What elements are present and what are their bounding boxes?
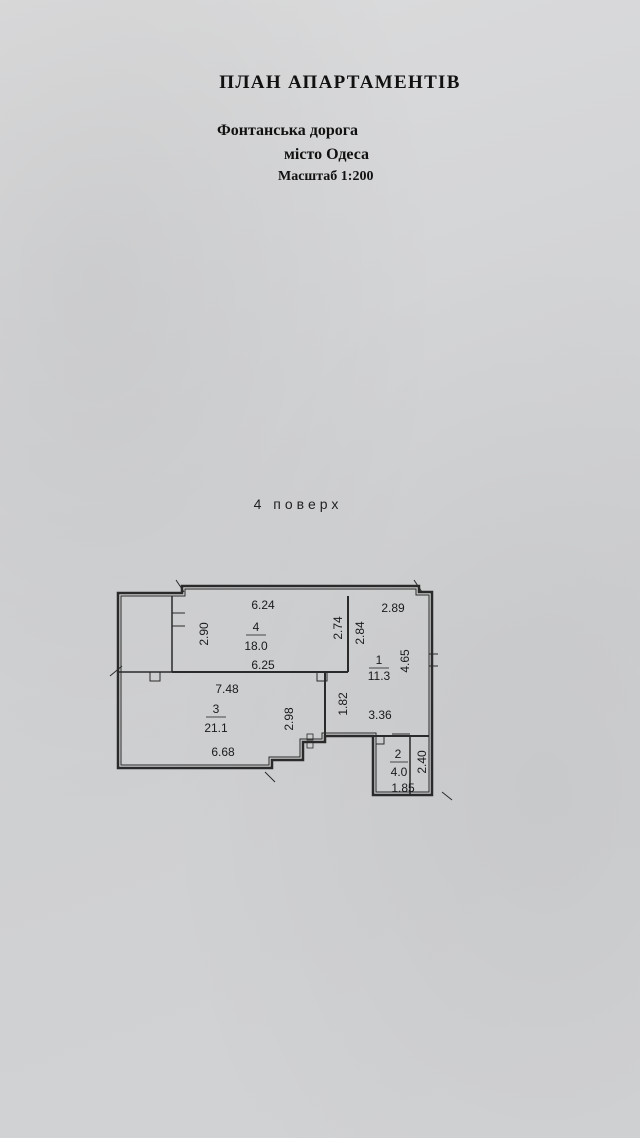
floor-label: 4 поверх [253,496,343,512]
room-3-label: 3 21.1 [204,702,228,735]
room-4-label: 4 18.0 [244,620,268,653]
room-area: 11.3 [368,669,391,683]
column-1 [149,671,161,682]
room-area: 18.0 [244,639,268,653]
room-number: 1 [376,653,383,667]
plan-walls [109,579,453,801]
room-area: 4.0 [391,765,408,779]
scale-label: Масштаб 1:200 [278,169,374,184]
dim-room4-left: 2.90 [197,622,211,646]
dim-room1-bottom: 3.36 [368,708,392,722]
room-number: 4 [253,620,260,634]
dimension-labels: 6.24 2.90 2.74 6.25 7.48 2.98 6.68 2.89 … [197,598,429,795]
window-room1 [429,653,438,667]
dim-room1-top: 2.89 [381,601,405,615]
window-room4 [172,612,185,627]
balcony-wall [117,593,173,673]
dim-room1-right: 4.65 [398,649,412,673]
dim-room1-left: 2.84 [353,621,367,645]
dim-room4-bottom: 6.25 [251,658,275,672]
column-2 [316,671,328,682]
shaft-2 [306,741,314,749]
address-street: Фонтанська дорога [217,122,359,139]
dim-room4-top: 6.24 [251,598,275,612]
room-number: 2 [395,747,402,761]
wall-tick-1 [109,579,453,801]
address-city: місто Одеса [284,146,370,163]
dim-room4-right: 2.74 [331,616,345,640]
room-number: 3 [213,702,220,716]
dim-room2-bottom: 1.85 [391,781,415,795]
room-1-label: 1 11.3 [368,653,391,683]
dim-room3-right: 2.98 [282,707,296,731]
shaft-1 [306,733,314,741]
dim-room3-top: 7.48 [215,682,239,696]
dim-room1-left-lower: 1.82 [336,692,350,716]
plan-title: ПЛАН АПАРТАМЕНТІВ [219,72,461,93]
outer-wall [116,584,434,797]
room-2-label: 2 4.0 [390,747,408,779]
outer-wall-inner [120,588,430,793]
dim-room2-right: 2.40 [415,750,429,774]
room-area: 21.1 [204,721,228,735]
column-3 [375,735,385,745]
dim-room3-bottom: 6.68 [211,745,235,759]
